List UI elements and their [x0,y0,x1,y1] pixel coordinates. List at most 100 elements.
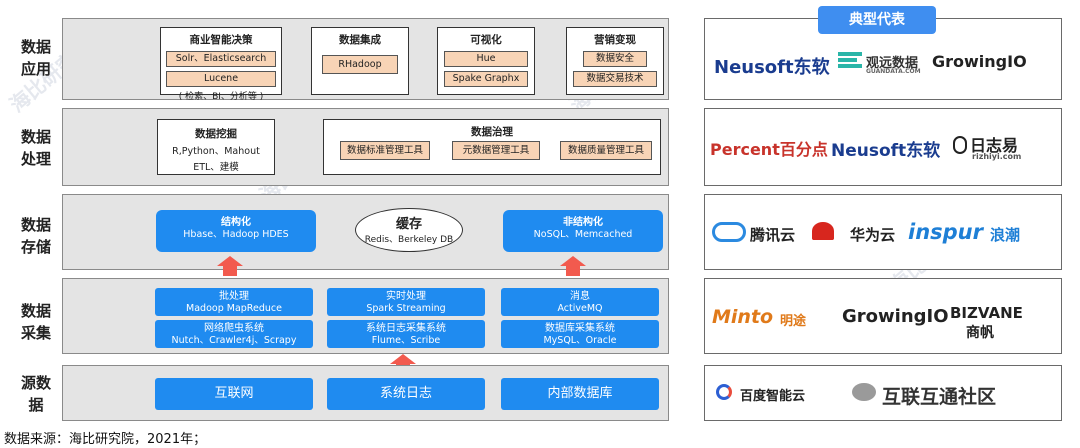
bi-tag: Solr、Elasticsearch [166,51,276,67]
guandata-domain: GUANDATA.COM [866,68,921,75]
governance-tag: 数据质量管理工具 [560,141,652,160]
layer-label-line: 源数 [20,374,51,392]
layer-label-line: 采集 [20,324,51,342]
visualization-title: 可视化 [470,34,502,46]
structured-sub: Hbase、Hadoop HDES [183,229,289,240]
unstructured-sub: NoSQL、Memcached [533,229,633,240]
source-footnote: 数据来源：海比研究院，2021年； [4,432,207,447]
layer-label-line: 数据 [20,216,51,234]
unstructured-box: 非结构化 NoSQL、Memcached [503,210,663,252]
structured-title: 结构化 [221,217,251,228]
monetization-tag: 数据交易技术 [573,71,657,87]
visualization-box: 可视化 Hue Spake Graphx [437,27,535,95]
rizhiyi-logo: 日志易 [970,136,1019,155]
rizhiyi-icon [953,136,967,154]
collection-title: 批处理 [219,291,249,302]
rep-title: 典型代表 [818,6,936,34]
growingio-logo: GrowingIO [842,306,949,327]
rizhiyi-domain: rizhiyi.com [972,152,1022,161]
collection-sub: MySQL、Oracle [543,335,617,346]
rep-panel-4 [704,278,1062,354]
rep-panel-5 [704,365,1062,421]
governance-tag: 数据标准管理工具 [340,141,430,160]
collection-sub: Flume、Scribe [371,335,441,346]
collection-title: 消息 [570,291,590,302]
layer-label-sources: 源数 据 [12,372,60,416]
bi-box: 商业智能决策 Solr、Elasticsearch Lucene ( 检索、BI… [160,27,282,102]
layer-label-line: 据 [28,396,44,414]
collection-box: 批处理 Madoop MapReduce [155,288,313,316]
mining-line: ETL、建模 [193,162,239,173]
collection-sub: Madoop MapReduce [186,303,282,314]
bi-note: ( 检索、BI、分析等 ) [178,92,264,102]
neusoft-logo: Neusoft东软 [831,141,941,161]
unstructured-title: 非结构化 [563,217,603,228]
collection-box: 系统日志采集系统 Flume、Scribe [327,320,485,348]
guandata-logo: 观远数据 [866,56,919,71]
monetization-tag: 数据安全 [583,51,647,67]
monetization-box: 营销变现 数据安全 数据交易技术 [566,27,664,95]
layer-label-processing: 数据 处理 [12,126,60,170]
layer-label-collection: 数据 采集 [12,300,60,344]
layer-label-line: 数据 [20,38,51,56]
mining-title: 数据挖掘 [195,128,237,140]
layer-label-line: 存储 [20,238,51,256]
guandata-icon [838,52,862,74]
source-box: 系统日志 [327,378,485,410]
community-watermark: 互联互通社区 [882,386,997,408]
bi-title: 商业智能决策 [189,34,253,46]
collection-box: 消息 ActiveMQ [501,288,659,316]
source-box: 互联网 [155,378,313,410]
inspur-logo: inspur [908,220,983,244]
minto-cn-logo: 明途 [780,314,807,329]
cache-ellipse: 缓存 Redis、Berkeley DB [355,208,463,252]
bi-tag: Lucene [166,71,276,87]
governance-tags: 数据标准管理工具 元数据管理工具 数据质量管理工具 [324,139,660,169]
collection-title: 数据库采集系统 [545,323,615,334]
collection-sub: Spark Streaming [366,303,446,314]
layer-label-line: 数据 [20,128,51,146]
collection-title: 网络爬虫系统 [204,323,264,334]
integration-tag: RHadoop [322,55,398,74]
collection-box: 数据库采集系统 MySQL、Oracle [501,320,659,348]
minto-logo: Minto [712,306,774,328]
layer-label-application: 数据 应用 [12,36,60,80]
wechat-icon [852,383,876,401]
monetization-title: 营销变现 [594,34,636,46]
governance-tag: 元数据管理工具 [452,141,540,160]
tencent-cloud-icon [712,222,746,242]
growingio-logo: GrowingIO [932,52,1027,71]
governance-title: 数据治理 [471,126,513,138]
layer-label-line: 应用 [20,60,51,78]
mining-line: R,Python、Mahout [172,146,260,157]
integration-box: 数据集成 RHadoop [311,27,409,95]
integration-title: 数据集成 [339,34,381,46]
collection-box: 网络爬虫系统 Nutch、Crawler4j、Scrapy [155,320,313,348]
governance-box: 数据治理 数据标准管理工具 元数据管理工具 数据质量管理工具 [323,119,661,175]
visualization-tag: Spake Graphx [444,71,528,87]
baidu-cloud-logo: 百度智能云 [740,389,806,404]
collection-sub: Nutch、Crawler4j、Scrapy [171,335,297,346]
structured-box: 结构化 Hbase、Hadoop HDES [156,210,316,252]
rep-panel-3 [704,194,1062,270]
cache-sub: Redis、Berkeley DB [364,235,454,245]
layer-label-line: 数据 [20,302,51,320]
layer-label-line: 处理 [20,150,51,168]
cache-title: 缓存 [395,217,422,232]
layer-label-storage: 数据 存储 [12,214,60,258]
rep-panel-2 [704,108,1062,186]
bizvane-cn-logo: 商帆 [966,325,994,341]
collection-box: 实时处理 Spark Streaming [327,288,485,316]
bizvane-logo: BIZVANE [950,304,1023,322]
percent-logo: Percent百分点 [710,140,828,159]
neusoft-logo: Neusoft东软 [714,57,830,78]
huawei-cloud-logo: 华为云 [850,226,896,244]
visualization-tag: Hue [444,51,528,67]
up-arrow-icon [217,256,243,276]
huawei-icon [812,222,834,240]
mining-box: 数据挖掘 R,Python、Mahout ETL、建模 [157,119,275,175]
up-arrow-icon [560,256,586,276]
inspur-cn-logo: 浪潮 [990,226,1021,244]
collection-title: 实时处理 [386,291,426,302]
tencent-cloud-logo: 腾讯云 [750,226,796,244]
